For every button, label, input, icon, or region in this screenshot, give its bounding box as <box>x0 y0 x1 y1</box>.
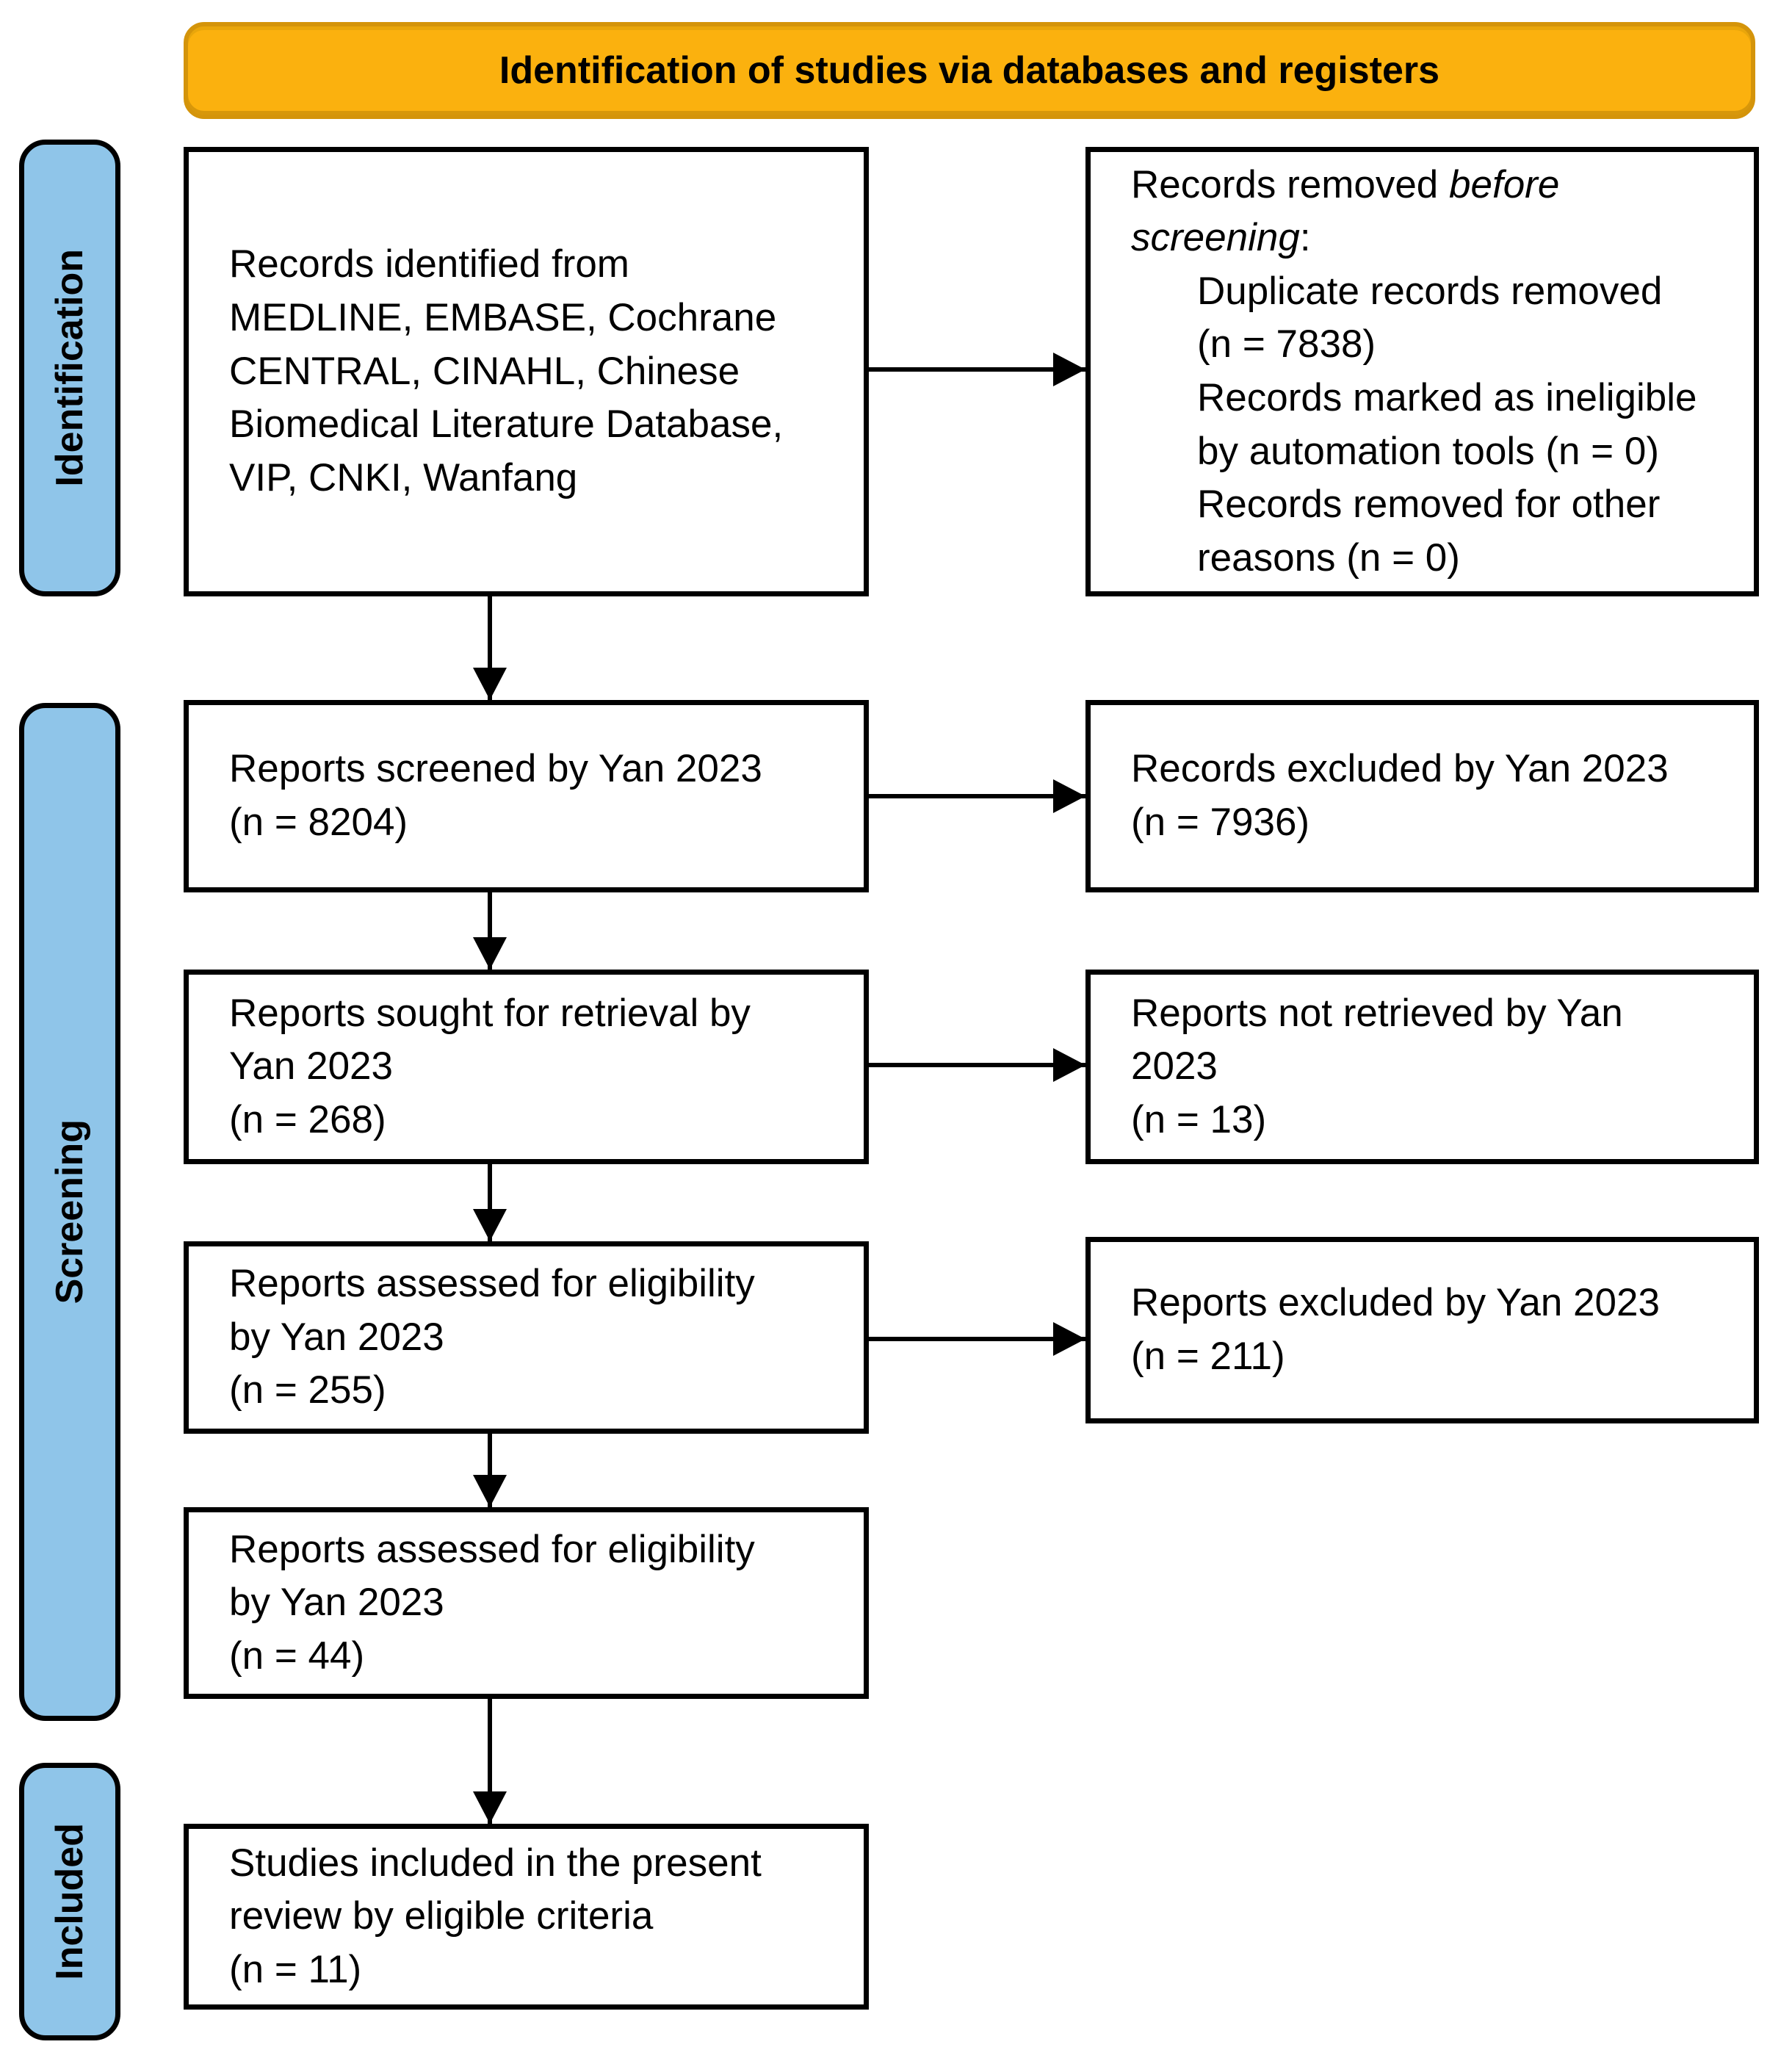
records-removed-intro-italic-1: before <box>1449 162 1560 206</box>
records-identified-text: Records identified from MEDLINE, EMBASE,… <box>229 242 784 499</box>
arrow-assessed-to-excluded <box>869 1337 1085 1341</box>
removal-reason-duplicates: Duplicate records removed (n = 7838) <box>1197 269 1663 367</box>
reports-sought-text: Reports sought for retrieval by Yan 2023… <box>229 991 751 1141</box>
arrow-sought-to-assessed <box>488 1164 492 1241</box>
arrow-identified-to-removed <box>869 367 1085 372</box>
arrow-assessed-to-assessed-2 <box>488 1434 492 1507</box>
stage-label-identification: Identification <box>48 249 91 487</box>
reports-assessed-text: Reports assessed for eligibility by Yan … <box>229 1262 755 1412</box>
records-excluded-text: Records excluded by Yan 2023 (n = 7936) <box>1131 747 1669 844</box>
records-removed-intro-colon: : <box>1299 216 1311 260</box>
reports-excluded-text: Reports excluded by Yan 2023 (n = 211) <box>1131 1281 1660 1378</box>
removal-reason-other: Records removed for other reasons (n = 0… <box>1197 483 1661 580</box>
records-removed-intro-plain: Records removed <box>1131 162 1450 206</box>
studies-included-text: Studies included in the present review b… <box>229 1841 762 1991</box>
box-reports-excluded: Reports excluded by Yan 2023 (n = 211) <box>1085 1237 1759 1423</box>
box-records-identified: Records identified from MEDLINE, EMBASE,… <box>184 147 869 596</box>
stage-bar-screening: Screening <box>19 703 120 1721</box>
removal-reason-automation: Records marked as ineligible by automati… <box>1197 376 1697 473</box>
header-banner: Identification of studies via databases … <box>184 22 1755 119</box>
arrow-screened-to-sought <box>488 892 492 970</box>
box-reports-not-retrieved: Reports not retrieved by Yan 2023 (n = 1… <box>1085 970 1759 1164</box>
reports-assessed-2-text: Reports assessed for eligibility by Yan … <box>229 1527 755 1678</box>
stage-bar-included: Included <box>19 1763 120 2040</box>
arrow-screened-to-excluded <box>869 794 1085 798</box>
reports-screened-text: Reports screened by Yan 2023 (n = 8204) <box>229 747 762 844</box>
records-removed-intro-line-1: Records removed before <box>1131 159 1743 212</box>
records-removed-intro-italic-2: screening <box>1131 216 1300 260</box>
box-reports-screened: Reports screened by Yan 2023 (n = 8204) <box>184 700 869 892</box>
box-records-excluded: Records excluded by Yan 2023 (n = 7936) <box>1085 700 1759 892</box>
box-records-removed-before-screening: Records removed before screening: Duplic… <box>1085 147 1759 596</box>
header-title: Identification of studies via databases … <box>499 49 1440 92</box>
arrow-identified-to-screened <box>488 596 492 700</box>
stage-label-included: Included <box>48 1823 91 1980</box>
box-studies-included: Studies included in the present review b… <box>184 1824 869 2010</box>
stage-bar-identification: Identification <box>19 140 120 596</box>
records-removed-intro-line-2: screening: <box>1131 212 1743 265</box>
stage-label-screening: Screening <box>48 1119 91 1304</box>
reports-not-retrieved-text: Reports not retrieved by Yan 2023 (n = 1… <box>1131 991 1623 1141</box>
arrow-assessed-2-to-included <box>488 1699 492 1824</box>
box-reports-sought-retrieval: Reports sought for retrieval by Yan 2023… <box>184 970 869 1164</box>
box-reports-assessed-eligibility: Reports assessed for eligibility by Yan … <box>184 1241 869 1434</box>
arrow-sought-to-not-retrieved <box>869 1063 1085 1067</box>
box-reports-assessed-eligibility-2: Reports assessed for eligibility by Yan … <box>184 1507 869 1699</box>
